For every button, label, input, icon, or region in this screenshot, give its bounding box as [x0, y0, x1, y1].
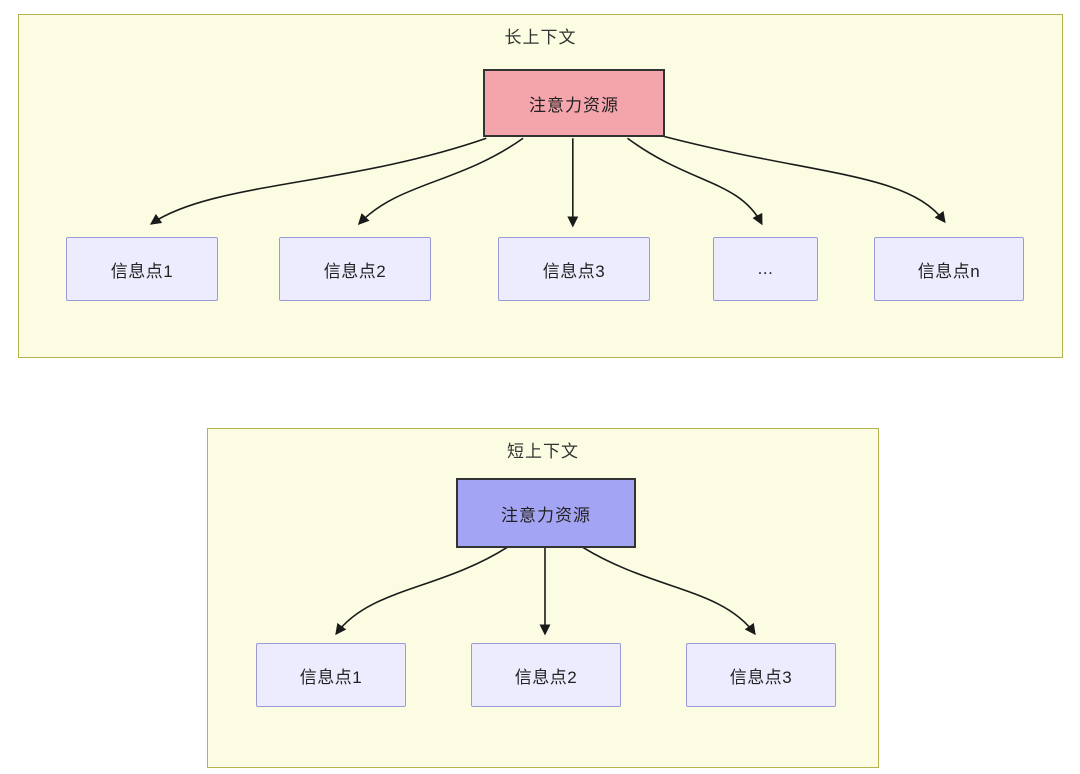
arrow-long-to-node1 [149, 137, 487, 225]
short-info-node-3-label: 信息点3 [729, 667, 793, 687]
short-attention-label: 注意力资源 [501, 505, 591, 525]
long-context-title: 长上下文 [504, 28, 577, 47]
short-attention-node: 注意力资源 [456, 478, 636, 548]
short-context-container: 短上下文 注意力资源 信息点1 信息点2 信息点3 [207, 428, 879, 768]
long-info-node-3-label: 信息点3 [542, 261, 606, 281]
long-context-container: 长上下文 注意力资源 信息点1 信息点2 信息点3 ... [18, 14, 1063, 358]
long-info-node-ellipsis-label: ... [757, 259, 774, 278]
long-info-node-n-label: 信息点n [917, 261, 981, 281]
long-context-arrows [149, 135, 946, 228]
long-info-node-ellipsis: ... [713, 237, 818, 301]
long-info-node-2-label: 信息点2 [323, 261, 387, 281]
short-info-node-2-label: 信息点2 [514, 667, 578, 687]
long-info-node-1-label: 信息点1 [110, 261, 174, 281]
long-info-node-2: 信息点2 [279, 237, 431, 301]
short-info-node-1-label: 信息点1 [299, 667, 363, 687]
long-attention-node: 注意力资源 [483, 69, 665, 137]
arrow-long-to-node5 [663, 135, 946, 224]
short-info-node-1: 信息点1 [256, 643, 406, 707]
arrow-short-to-node1 [335, 546, 508, 636]
short-info-node-2: 信息点2 [471, 643, 621, 707]
long-info-node-3: 信息点3 [498, 237, 650, 301]
arrow-long-to-node4 [627, 137, 763, 226]
long-info-node-n: 信息点n [874, 237, 1024, 301]
short-context-title: 短上下文 [507, 442, 579, 461]
arrow-long-to-node2 [357, 137, 524, 225]
short-info-node-3: 信息点3 [686, 643, 836, 707]
arrow-short-to-node3 [582, 546, 756, 636]
long-attention-label: 注意力资源 [529, 95, 619, 115]
long-info-node-1: 信息点1 [66, 237, 218, 301]
